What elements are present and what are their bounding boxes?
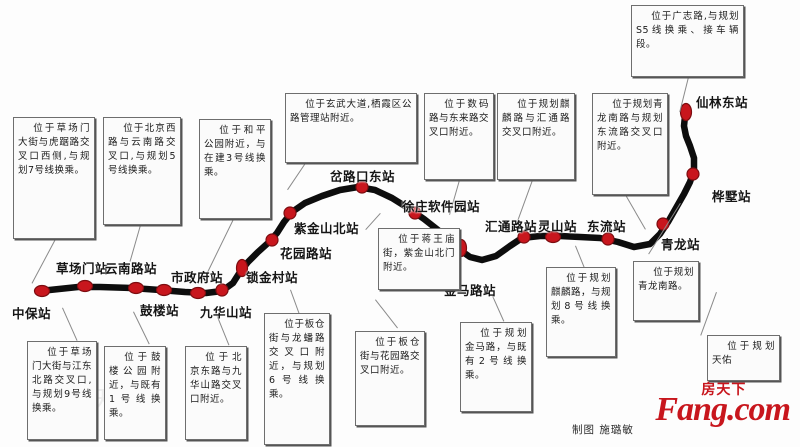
watermark-chinese: 房天下 — [701, 382, 747, 398]
callout-suojincun: 位于板仓街与龙蟠路交叉口附近，与规划6号线换乘。 — [264, 313, 330, 445]
callout-leader-line — [206, 219, 234, 274]
callout-leader-line — [575, 245, 585, 269]
station-label[interactable]: 桦墅站 — [712, 189, 752, 204]
callout-xianlindong: 位于广志路,与规划S5线换乘、接车辆段。 — [631, 5, 744, 77]
station-marker[interactable] — [679, 102, 693, 122]
callout-gulou: 位于鼓楼公园附近，与既有1号线换乘。 — [104, 346, 166, 440]
callout-tianyou: 位于规划天佑 — [707, 335, 780, 381]
callout-lingshan: 位于规划麒麟路，与规划8号线换乘。 — [546, 267, 616, 357]
callout-jinmalu: 位于规划金马路，与既有2号线换乘。 — [460, 322, 532, 412]
station-label[interactable]: 青龙站 — [661, 237, 701, 252]
callout-huayuanlu: 位于板仓街与花园路交叉口附近。 — [355, 331, 425, 426]
station-marker[interactable] — [686, 167, 700, 181]
station-label[interactable]: 灵山站 — [538, 219, 578, 234]
station-label[interactable]: 徐庄软件园站 — [402, 199, 481, 214]
callout-zijinshan: 位于蒋王庙街，紫金山北门附近。 — [378, 228, 460, 290]
station-label[interactable]: 汇通路站 — [485, 219, 538, 234]
callout-chalukoudong: 位于玄武大道,栖霞区公路管理站附近。 — [285, 93, 417, 163]
fang-watermark: 房天下 Fang.com — [655, 382, 791, 428]
callout-leader-line — [679, 77, 689, 113]
callout-caochangmen2: 位于草场门大街与江东北路交叉口,与规划9号线换乘。 — [27, 341, 97, 440]
watermark-english: Fang.com — [655, 391, 791, 428]
station-label[interactable]: 云南路站 — [105, 261, 158, 276]
callout-leader-line — [31, 239, 56, 284]
station-label[interactable]: 花园路站 — [280, 246, 333, 261]
callout-leader-line — [290, 289, 300, 315]
station-marker[interactable] — [189, 286, 207, 300]
credit-text: 制图 施璐敏 — [572, 424, 634, 436]
callout-yunnanlu: 位于北京西路与云南路交叉口,与规划5号线换乘。 — [103, 117, 181, 225]
station-marker[interactable] — [127, 281, 145, 295]
callout-caochangmen: 位于草场门大街与虎踞路交叉口西侧,与规划7号线换乘。 — [13, 117, 95, 239]
station-marker[interactable] — [76, 279, 94, 293]
callout-huitonglu: 位于规划麒麟路与汇通路交叉口附近。 — [497, 93, 575, 180]
callout-leader-line — [700, 292, 717, 336]
station-label[interactable]: 草场门站 — [56, 261, 109, 276]
station-label[interactable]: 仙林东站 — [696, 95, 749, 110]
station-label[interactable]: 中保站 — [12, 306, 52, 321]
callout-xuzhuang: 位于数码路与东来路交叉口附近。 — [424, 93, 494, 180]
station-label[interactable]: 东流站 — [587, 219, 627, 234]
callout-leader-line — [62, 307, 78, 341]
callout-leader-line — [287, 163, 306, 191]
station-label[interactable]: 鼓楼站 — [140, 303, 180, 318]
callout-leader-line — [625, 194, 646, 230]
callout-shizhengfu: 位于和平公园附近，与在建3号线换乘。 — [199, 119, 271, 219]
station-marker[interactable] — [155, 283, 173, 297]
station-label[interactable]: 锁金村站 — [246, 270, 299, 285]
callout-leader-line — [492, 295, 505, 322]
callout-jiuhuashan: 位于北京东路与九华山路交叉口附近。 — [185, 346, 247, 440]
station-label[interactable]: 九华山站 — [200, 305, 253, 320]
callout-leader-line — [375, 299, 398, 329]
station-label[interactable]: 市政府站 — [171, 270, 224, 285]
station-marker[interactable] — [33, 284, 51, 298]
station-marker[interactable] — [265, 233, 279, 247]
station-label[interactable]: 紫金山北站 — [294, 221, 360, 236]
callout-qinglong: 位于规划青龙南路。 — [633, 261, 699, 321]
station-label[interactable]: 岔路口东站 — [330, 169, 396, 184]
callout-dongliu: 位于规划青龙南路与规划东流路交叉口附近。 — [592, 93, 668, 195]
callout-leader-line — [129, 225, 141, 262]
